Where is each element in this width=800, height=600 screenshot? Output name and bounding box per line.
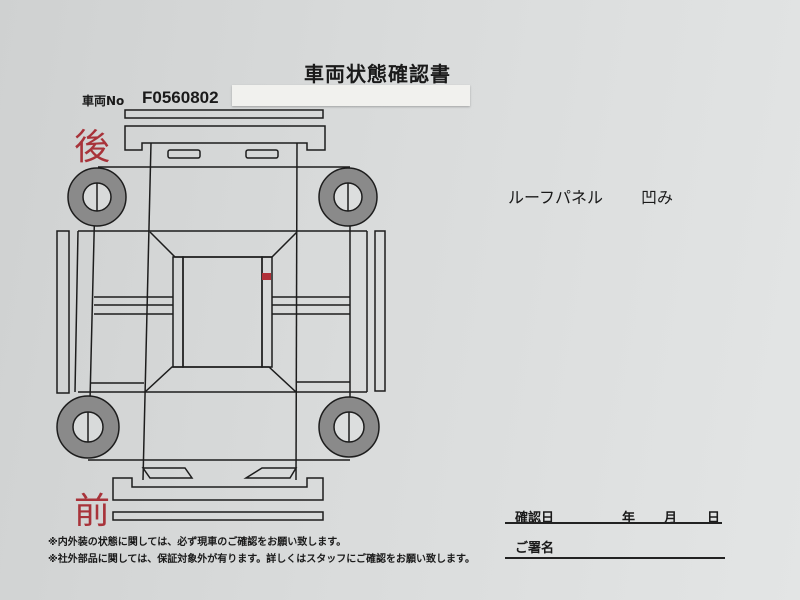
signature-line[interactable] xyxy=(505,557,725,559)
front-bumper-bar xyxy=(112,511,324,521)
front-bumper xyxy=(112,477,324,501)
wheel-rear-left xyxy=(67,167,127,227)
side-skirt-left xyxy=(56,230,70,394)
note-2: ※社外部品に関しては、保証対象外が有ります。詳しくはスタッフにご確認をお願い致し… xyxy=(48,554,476,565)
roof-panel xyxy=(182,256,263,368)
rear-light-right xyxy=(245,149,279,159)
damage-part: ルーフパネル xyxy=(508,188,604,207)
side-skirt-right xyxy=(374,230,386,392)
rear-label: 後 xyxy=(74,127,111,168)
headlight-left xyxy=(141,467,194,479)
pillar-left xyxy=(172,256,184,368)
damage-entry: ルーフパネル 凹み xyxy=(508,184,711,208)
date-line xyxy=(505,522,722,524)
note-1: ※内外装の状態に関しては、必ず現車のご確認をお願い致します。 xyxy=(48,537,347,548)
vehicle-no-label: 車両No xyxy=(82,94,125,108)
damage-mark xyxy=(262,273,271,280)
wheel-front-right xyxy=(318,396,380,458)
damage-type: 凹み xyxy=(641,188,674,207)
front-label: 前 xyxy=(74,491,111,532)
vehicle-no: F0560802 xyxy=(142,88,219,107)
signature-label: ご署名 xyxy=(515,541,555,556)
wheel-front-left xyxy=(56,395,120,459)
document-title: 車両状態確認書 xyxy=(304,62,451,86)
rear-bumper xyxy=(124,125,326,151)
wheel-rear-right xyxy=(318,167,378,227)
headlight-right xyxy=(243,467,298,479)
redaction-tape xyxy=(232,85,470,106)
rear-bumper-bar xyxy=(124,109,324,119)
rear-light-left xyxy=(167,149,201,159)
